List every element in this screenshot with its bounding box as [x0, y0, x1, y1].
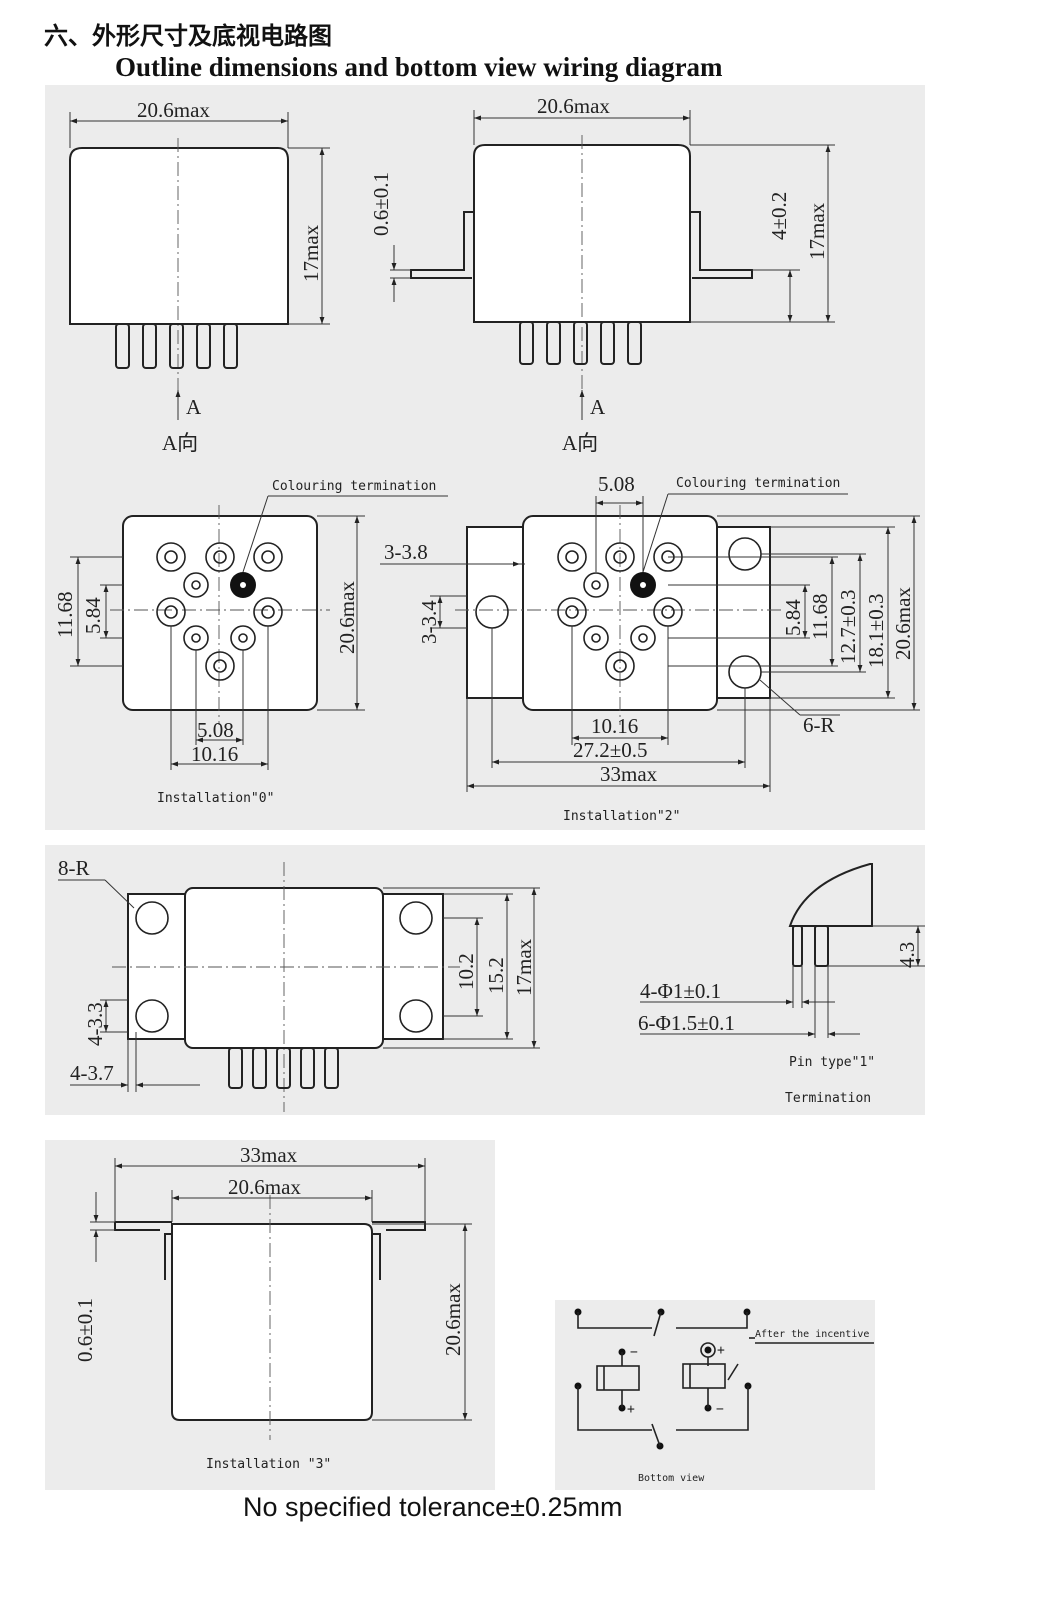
c-minus-1: − [630, 1345, 638, 1360]
i2-slot: 3-3.4 [417, 600, 441, 644]
i3-flange-thickness: 0.6±0.1 [73, 1298, 97, 1362]
i3-label: Installation "3" [206, 1457, 331, 1472]
i0-side: 20.6max [335, 581, 359, 654]
i2-label: Installation"2" [563, 809, 680, 824]
i2-holes: 3-3.8 [384, 540, 428, 564]
front-view-2 [390, 110, 835, 420]
v2-arrow-label: A [590, 395, 606, 419]
pin-type-label: Pin type"1" [789, 1055, 875, 1070]
c-plus-2: + [717, 1343, 725, 1358]
c-note: After the incentive [755, 1329, 869, 1340]
s8-d1: 10.2 [454, 953, 478, 990]
pin-type-detail [640, 863, 925, 1038]
i2-d2: 11.68 [808, 594, 832, 640]
v1-arrow-label: A [186, 395, 202, 419]
pin-height: 4.3 [895, 942, 919, 968]
installation-2-view [380, 493, 920, 792]
i2-d5: 20.6max [891, 587, 915, 660]
v2-width-label: 20.6max [537, 94, 610, 118]
side-view-8r [58, 862, 540, 1112]
installation-0-view [70, 495, 448, 770]
title-english: Outline dimensions and bottom view wirin… [115, 52, 723, 82]
i3-width: 20.6max [228, 1175, 301, 1199]
i2-radius: 6-R [803, 713, 835, 737]
installation-3-view [90, 1158, 472, 1440]
wiring-circuit [574, 1308, 874, 1450]
i0-dim-b: 5.84 [81, 597, 105, 634]
s8-hole1: 4-3.3 [83, 1002, 107, 1046]
i2-d3: 12.7±0.3 [836, 589, 860, 664]
c-plus-1: + [627, 1402, 635, 1417]
s8-d3: 17max [512, 938, 536, 996]
v2-view-label: A向 [562, 431, 598, 455]
s8-hole2: 4-3.7 [70, 1061, 114, 1085]
backdrop-circuit [555, 1300, 875, 1490]
s8-radius: 8-R [58, 856, 90, 880]
pin-type-sublabel: Termination [785, 1091, 871, 1106]
tolerance-note: No specified tolerance±0.25mm [243, 1492, 623, 1522]
i2-d4: 18.1±0.3 [864, 593, 888, 668]
i2-mount: 27.2±0.5 [573, 738, 648, 762]
v2-flange-height-label: 4±0.2 [767, 192, 791, 240]
i3-height: 20.6max [441, 1283, 465, 1356]
i0-label: Installation"0" [157, 791, 274, 806]
v2-height-label: 17max [805, 202, 829, 260]
pin-large: 6-Φ1.5±0.1 [638, 1011, 735, 1035]
i0-pitch: 5.08 [197, 718, 234, 742]
v2-flange-thickness-label: 0.6±0.1 [369, 172, 393, 236]
c-minus-2: − [716, 1402, 724, 1417]
i2-callout: Colouring termination [676, 476, 840, 491]
pin-small: 4-Φ1±0.1 [640, 979, 721, 1003]
c-label: Bottom view [638, 1473, 705, 1484]
s8-d2: 15.2 [484, 957, 508, 994]
v1-height-label: 17max [299, 224, 323, 282]
front-view-1 [69, 112, 330, 420]
i3-overall: 33max [240, 1143, 298, 1167]
i2-d1: 5.84 [781, 599, 805, 636]
i0-span: 10.16 [191, 742, 238, 766]
v1-width-label: 20.6max [137, 98, 210, 122]
title-chinese: 六、外形尺寸及底视电路图 [44, 22, 332, 50]
i2-pitch-top: 5.08 [598, 472, 635, 496]
i0-callout: Colouring termination [272, 479, 436, 494]
i2-overall: 33max [600, 762, 658, 786]
i2-span: 10.16 [591, 714, 638, 738]
i0-dim-a: 11.68 [53, 592, 77, 638]
v1-view-label: A向 [162, 431, 198, 455]
